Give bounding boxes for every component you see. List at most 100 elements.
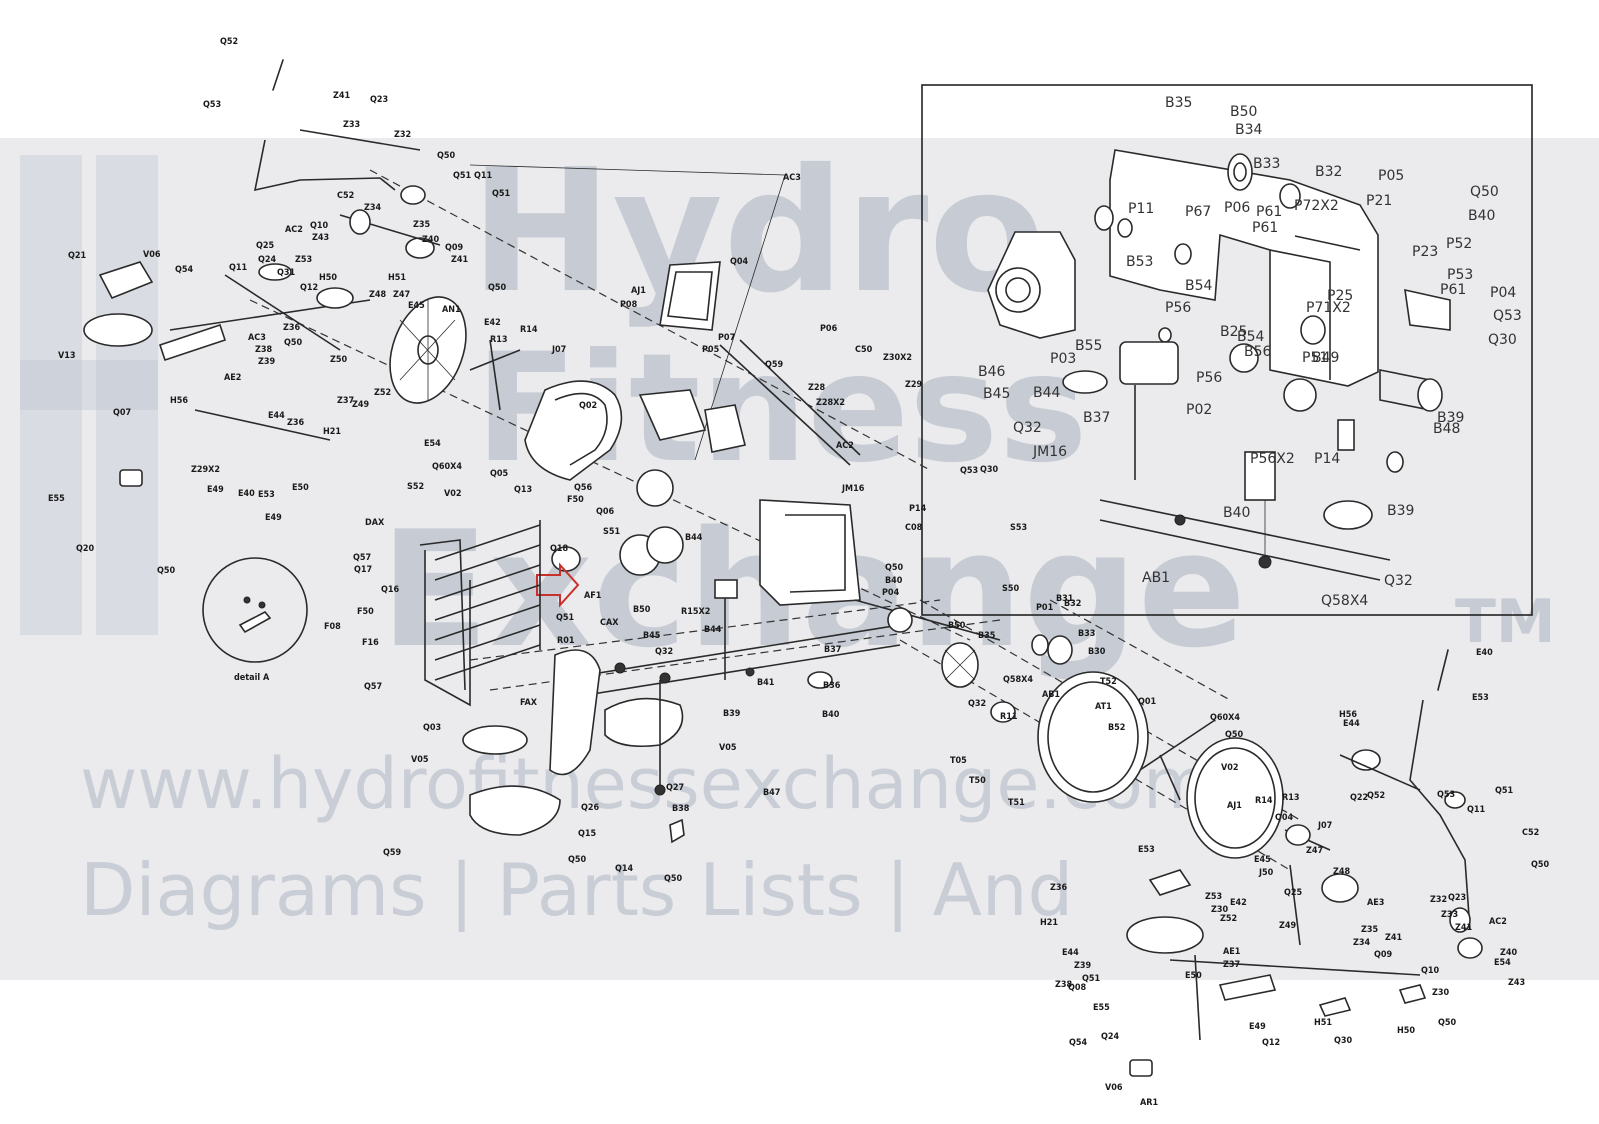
inset-part-label: Q53 — [1493, 308, 1522, 324]
handle-top-left — [272, 59, 284, 91]
part-label: Z39 — [1074, 961, 1092, 971]
part-label: Q20 — [76, 544, 95, 554]
part-label: Z40 — [1500, 948, 1518, 958]
part-label: AR1 — [1140, 1098, 1159, 1108]
part-label: Z37 — [1223, 960, 1240, 970]
inset-part-label: B56 — [1244, 344, 1272, 360]
part-label: Q50 — [1531, 860, 1550, 870]
part-label: AC3 — [783, 173, 801, 183]
inset-part-label: P25 — [1327, 288, 1353, 304]
part-label: Q03 — [423, 723, 441, 733]
inset-part-label: Q58X4 — [1321, 593, 1368, 609]
right-pedal-q08 — [1126, 916, 1204, 954]
part-label: P14 — [909, 504, 927, 514]
handle-bottom-right — [1437, 649, 1449, 691]
inset-part-label: P03 — [1050, 351, 1076, 367]
part-label: Q50 — [664, 874, 683, 884]
part-label: Q26 — [581, 803, 600, 813]
inset-part-label: B39 — [1387, 503, 1414, 519]
part-label: E49 — [1249, 1022, 1266, 1032]
inset-part-label: B45 — [983, 386, 1010, 402]
part-label: R11 — [1000, 712, 1018, 722]
part-label: S52 — [407, 482, 424, 492]
part-label: E53 — [1472, 693, 1489, 703]
part-label: Z43 — [1508, 978, 1525, 988]
part-label: AE3 — [1367, 898, 1384, 908]
inset-pulley-b32 — [1279, 183, 1301, 209]
part-label: Q57 — [364, 682, 382, 692]
part-label: Q22 — [1350, 793, 1368, 803]
part-label: E44 — [268, 411, 285, 421]
part-label: T50 — [969, 776, 986, 786]
part-label: E44 — [1343, 719, 1360, 729]
part-label: H21 — [323, 427, 341, 437]
left-upright-q03 — [549, 649, 601, 776]
inset-frame — [921, 84, 1533, 616]
part-label: AT1 — [1095, 702, 1112, 712]
part-label: V06 — [1105, 1083, 1123, 1093]
part-label: AC3 — [248, 333, 266, 343]
part-label: T52 — [1100, 677, 1117, 687]
watermark-line-1: Hydro — [470, 133, 1045, 331]
part-label: T51 — [1008, 798, 1025, 808]
watermark-url: www.hydrofitnessexchange.com — [80, 743, 1211, 825]
inset-part-label: B39 — [1437, 410, 1464, 426]
part-label: Z36 — [283, 323, 301, 333]
part-label: FAX — [520, 698, 538, 708]
inset-part-label: Q30 — [1488, 332, 1517, 348]
part-label: B38 — [672, 804, 690, 814]
part-label: E50 — [292, 483, 309, 493]
part-label: Z29 — [905, 380, 923, 390]
part-label: Q53 — [960, 466, 978, 476]
part-label: Z49 — [1279, 921, 1297, 931]
inset-part-label: B32 — [1315, 164, 1342, 180]
part-label: Q25 — [1284, 888, 1303, 898]
detail-a-label: detail A — [234, 673, 270, 683]
inset-part-label: B54 — [1237, 329, 1265, 345]
inset-part-label: B35 — [1165, 95, 1192, 111]
part-label: Q21 — [68, 251, 87, 261]
part-label: Q60X4 — [432, 462, 462, 472]
part-label: AE1 — [1223, 947, 1241, 957]
inset-part-label: P21 — [1366, 193, 1392, 209]
part-label: C50 — [855, 345, 873, 355]
part-label: B44 — [685, 533, 703, 543]
part-label: Z41 — [1455, 923, 1473, 933]
part-label: Q54 — [175, 265, 194, 275]
part-label: Z48 — [369, 290, 387, 300]
part-label: Z34 — [364, 203, 382, 213]
part-label: AC2 — [1489, 917, 1507, 927]
inset-part-label: B44 — [1033, 385, 1061, 401]
part-label: H50 — [1397, 1026, 1415, 1036]
part-label: H21 — [1040, 918, 1058, 928]
part-label: Z34 — [1353, 938, 1371, 948]
part-label: JM16 — [841, 484, 865, 494]
part-label: Q05 — [490, 469, 509, 479]
part-label: Q50 — [157, 566, 176, 576]
part-label: B45 — [643, 631, 661, 641]
upright-mast — [719, 344, 851, 466]
part-label: V02 — [1221, 763, 1239, 773]
inset-part-label: P53 — [1447, 267, 1473, 283]
inset-part-label: P11 — [1128, 201, 1154, 217]
inset-part-label: P56 — [1165, 300, 1191, 316]
inset-part-label: B54 — [1185, 278, 1213, 294]
part-label: Z35 — [1361, 925, 1379, 935]
inset-part-label: P72X2 — [1294, 198, 1339, 214]
part-label: Z32 — [394, 130, 411, 140]
part-label: S51 — [603, 527, 620, 537]
part-label: E42 — [484, 318, 501, 328]
part-label: S53 — [1010, 523, 1027, 533]
part-label: Q18 — [550, 544, 569, 554]
part-label: Z35 — [413, 220, 431, 230]
part-label: Q51 — [492, 189, 511, 199]
part-label: Q59 — [765, 360, 784, 370]
part-label: Q17 — [354, 565, 372, 575]
part-label: AN1 — [442, 305, 461, 315]
part-label: Q50 — [488, 283, 507, 293]
part-label: E55 — [48, 494, 65, 504]
part-label: Q24 — [258, 255, 277, 265]
part-label: Z32 — [1430, 895, 1447, 905]
